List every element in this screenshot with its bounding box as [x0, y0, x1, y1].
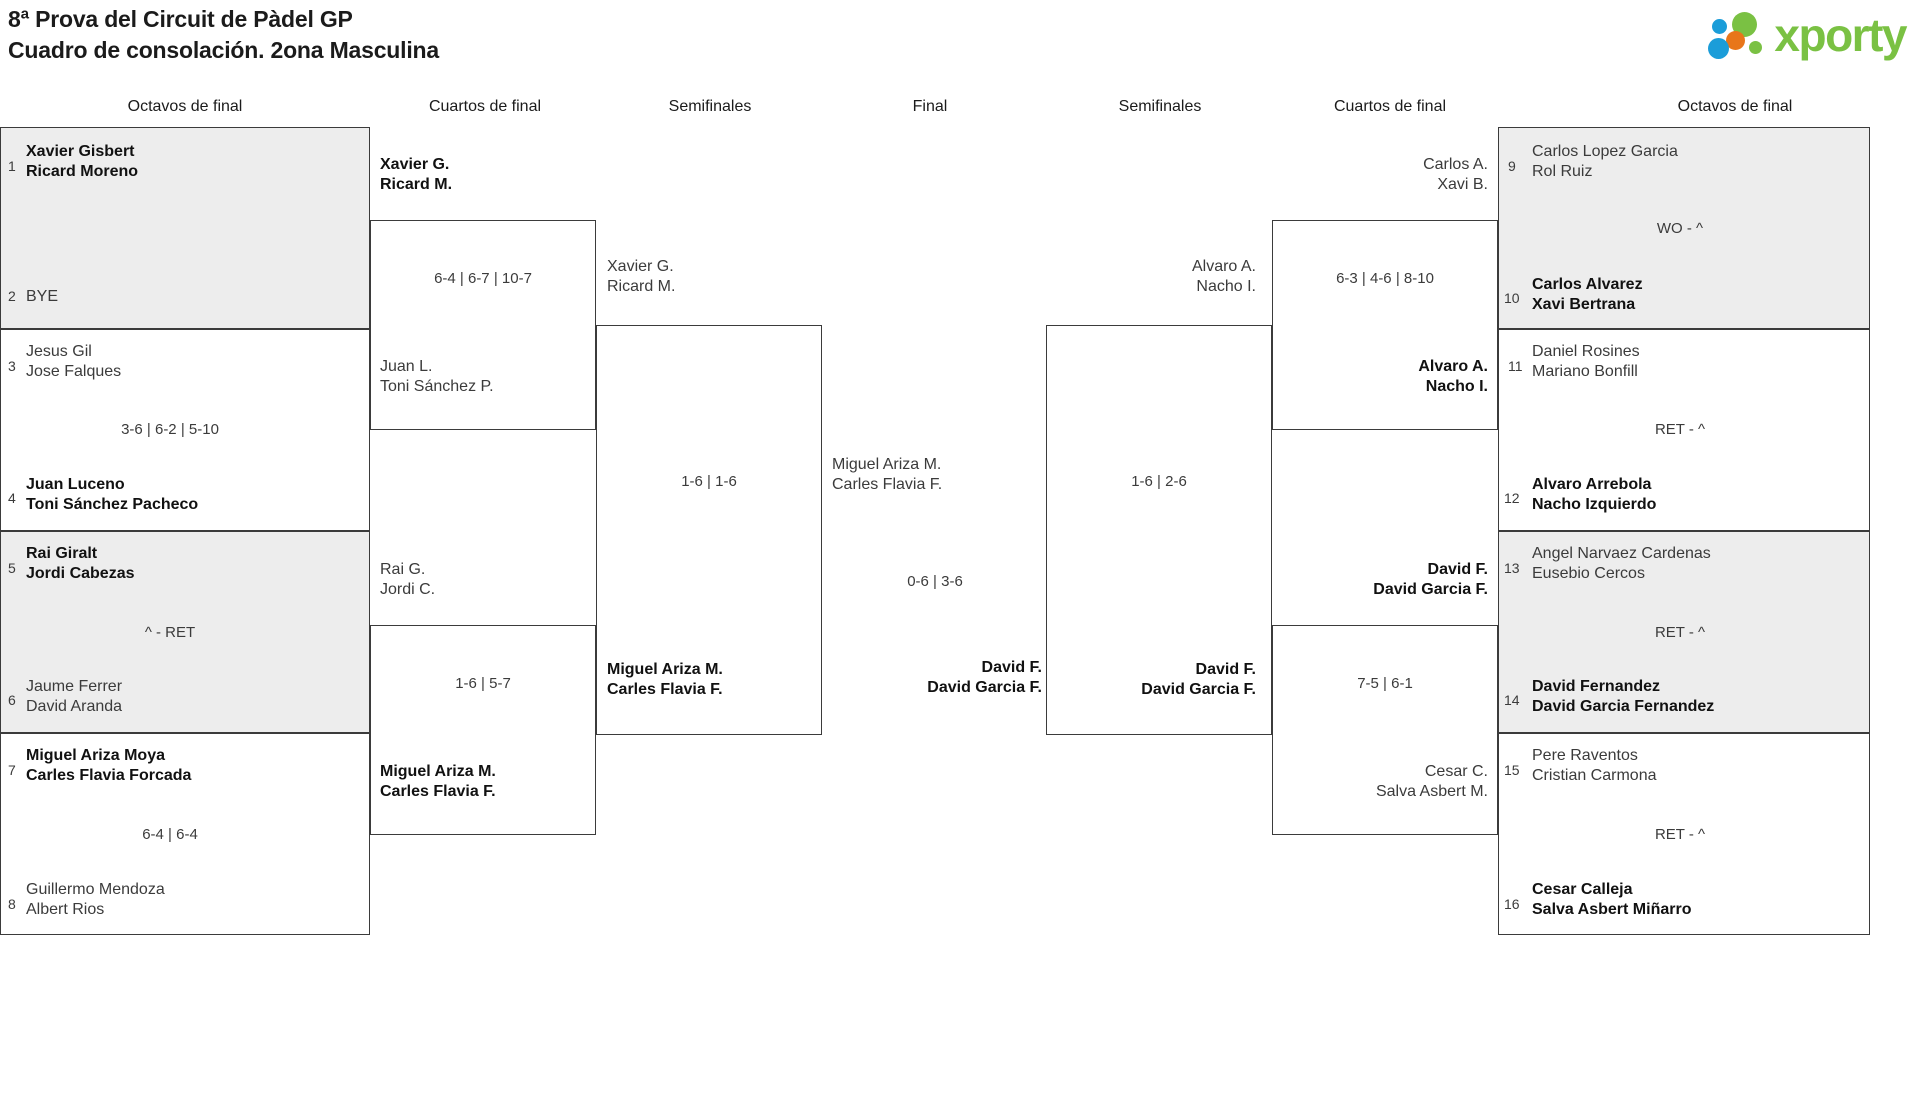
team-rqf2-top: David F. David Garcia F. [1373, 561, 1488, 598]
score-r4: RET - ^ [1654, 826, 1706, 843]
team-l3-bottom: Jaume Ferrer David Aranda [26, 678, 123, 715]
match-box-lsf[interactable] [596, 325, 822, 735]
round-header-final: Final [912, 98, 948, 115]
team-rqf1-bottom: Alvaro A. Nacho I. [1418, 358, 1488, 395]
seed-number-16: 16 [1504, 896, 1520, 912]
seed-number-3: 3 [8, 358, 16, 374]
team-r1-bottom: Carlos Alvarez Xavi Bertrana [1532, 276, 1643, 313]
team-lqf2-bottom: Miguel Ariza M. Carles Flavia F. [380, 763, 496, 800]
team-rqf2-bottom: Cesar C. Salva Asbert M. [1375, 763, 1488, 800]
seed-number-7: 7 [8, 762, 16, 778]
seed-number-5: 5 [8, 560, 16, 576]
team-final-bottom: David F. David Garcia F. [927, 659, 1042, 696]
match-box-r2[interactable] [1498, 329, 1870, 531]
match-box-rsf[interactable] [1046, 325, 1272, 735]
score-lsf: 1-6 | 1-6 [681, 473, 737, 490]
match-box-rqf1[interactable] [1272, 220, 1498, 430]
team-l2-bottom: Juan Luceno Toni Sánchez Pacheco [26, 476, 199, 513]
seed-number-15: 15 [1504, 762, 1520, 778]
team-lsf-top: Xavier G. Ricard M. [607, 258, 676, 295]
match-box-rqf2[interactable] [1272, 625, 1498, 835]
score-rsf: 1-6 | 2-6 [1131, 473, 1187, 490]
match-box-l1[interactable] [0, 127, 370, 329]
team-rsf-bottom: David F. David Garcia F. [1141, 661, 1256, 698]
match-box-lqf2[interactable] [370, 625, 596, 835]
match-box-r3[interactable] [1498, 531, 1870, 733]
score-lqf1: 6-4 | 6-7 | 10-7 [434, 270, 532, 287]
team-l4-bottom: Guillermo Mendoza Albert Rios [26, 881, 165, 918]
page-title: 8ª Prova del Circuit de Pàdel GP Cuadro … [8, 4, 439, 66]
seed-number-1: 1 [8, 158, 16, 174]
round-header-cuartos-left: Cuartos de final [428, 98, 542, 115]
team-l1-bottom: BYE [26, 288, 59, 305]
score-final: 0-6 | 3-6 [907, 573, 963, 590]
score-r2: RET - ^ [1654, 421, 1706, 438]
score-l4: 6-4 | 6-4 [142, 826, 198, 843]
team-l3-top: Rai Giralt Jordi Cabezas [26, 545, 135, 582]
xporty-logo: xporty [1706, 6, 1907, 64]
seed-number-2: 2 [8, 288, 16, 304]
team-r3-bottom: David Fernandez David Garcia Fernandez [1532, 678, 1715, 715]
match-box-l4[interactable] [0, 733, 370, 935]
team-lqf2-top: Rai G. Jordi C. [380, 561, 436, 598]
seed-number-12: 12 [1504, 490, 1520, 506]
team-rqf1-top: Carlos A. Xavi B. [1423, 156, 1488, 193]
seed-number-4: 4 [8, 490, 16, 506]
team-r3-top: Angel Narvaez Cardenas Eusebio Cercos [1532, 545, 1711, 582]
match-box-l3[interactable] [0, 531, 370, 733]
team-r2-bottom: Alvaro Arrebola Nacho Izquierdo [1532, 476, 1657, 513]
team-l4-top: Miguel Ariza Moya Carles Flavia Forcada [26, 747, 192, 784]
round-header-semifinales-left: Semifinales [668, 98, 752, 115]
team-lsf-bottom: Miguel Ariza M. Carles Flavia F. [607, 661, 723, 698]
title-line-1: 8ª Prova del Circuit de Pàdel GP [8, 6, 353, 32]
logo-wordmark: xporty [1774, 9, 1907, 61]
score-r3: RET - ^ [1654, 624, 1706, 641]
team-r4-bottom: Cesar Calleja Salva Asbert Miñarro [1532, 881, 1692, 918]
match-box-l2[interactable] [0, 329, 370, 531]
team-final-top: Miguel Ariza M. Carles Flavia F. [832, 456, 943, 493]
team-l2-top: Jesus Gil Jose Falques [26, 343, 122, 380]
team-lqf1-top: Xavier G. Ricard M. [380, 156, 453, 193]
team-rsf-top: Alvaro A. Nacho I. [1191, 258, 1256, 295]
title-line-2: Cuadro de consolación. 2ona Masculina [8, 36, 439, 63]
match-box-lqf1[interactable] [370, 220, 596, 430]
score-l3: ^ - RET [144, 624, 196, 641]
round-header-semifinales-right: Semifinales [1118, 98, 1202, 115]
score-l2: 3-6 | 6-2 | 5-10 [121, 421, 219, 438]
score-lqf2: 1-6 | 5-7 [455, 675, 511, 692]
seed-number-10: 10 [1504, 290, 1520, 306]
round-header-octavos-left: Octavos de final [127, 98, 243, 115]
team-r1-top: Carlos Lopez Garcia Rol Ruiz [1532, 143, 1678, 180]
seed-number-9: 9 [1508, 158, 1516, 174]
round-header-octavos-right: Octavos de final [1677, 98, 1793, 115]
team-r2-top: Daniel Rosines Mariano Bonfill [1532, 343, 1640, 380]
seed-number-6: 6 [8, 692, 16, 708]
seed-number-13: 13 [1504, 560, 1520, 576]
round-header-cuartos-right: Cuartos de final [1333, 98, 1447, 115]
logo-dots-icon [1706, 9, 1768, 61]
seed-number-8: 8 [8, 896, 16, 912]
seed-number-11: 11 [1508, 358, 1523, 374]
match-box-r4[interactable] [1498, 733, 1870, 935]
score-r1: WO - ^ [1656, 220, 1704, 237]
team-lqf1-bottom: Juan L. Toni Sánchez P. [380, 358, 494, 395]
score-rqf1: 6-3 | 4-6 | 8-10 [1336, 270, 1434, 287]
team-l1-top: Xavier Gisbert Ricard Moreno [26, 143, 139, 180]
seed-number-14: 14 [1504, 692, 1520, 708]
match-box-r1[interactable] [1498, 127, 1870, 329]
score-rqf2: 7-5 | 6-1 [1357, 675, 1413, 692]
team-r4-top: Pere Raventos Cristian Carmona [1532, 747, 1657, 784]
